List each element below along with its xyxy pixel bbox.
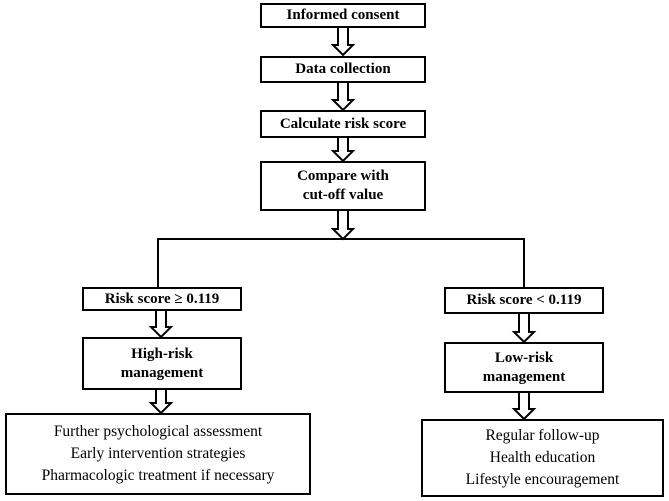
- arrow-high-management-to-actions: [148, 388, 174, 415]
- informed-consent-label: Informed consent: [286, 7, 400, 23]
- high-risk-condition-box: Risk score ≥ 0.119: [82, 287, 242, 311]
- low-risk-actions-box: Regular follow-up Health education Lifes…: [421, 419, 664, 497]
- high-risk-actions-box: Further psychological assessment Early i…: [5, 413, 311, 495]
- high-risk-management-line-2: management: [120, 364, 204, 381]
- low-risk-condition-label: Risk score < 0.119: [466, 292, 582, 308]
- high-risk-condition-label: Risk score ≥ 0.119: [104, 290, 220, 307]
- arrow-low-condition-to-management: [511, 312, 537, 344]
- high-risk-management-box: High-risk management: [82, 337, 242, 390]
- arrow-collection-to-calculate: [330, 81, 356, 112]
- data-collection-box: Data collection: [260, 56, 426, 83]
- low-risk-action-3: Lifestyle encouragement: [465, 471, 620, 488]
- high-risk-action-2: Early intervention strategies: [70, 445, 246, 462]
- low-risk-management-line-2: management: [482, 368, 566, 385]
- low-risk-action-2: Health education: [489, 449, 596, 466]
- compare-cutoff-box: Compare with cut-off value: [260, 161, 426, 211]
- low-risk-management-box: Low-risk management: [444, 342, 604, 393]
- arrow-consent-to-collection: [330, 26, 356, 57]
- compare-line-2: cut-off value: [302, 187, 384, 203]
- low-risk-action-1: Regular follow-up: [485, 427, 600, 444]
- high-risk-management-line-1: High-risk: [131, 345, 193, 362]
- arrow-calculate-to-compare: [330, 136, 356, 163]
- arrow-compare-down: [330, 209, 356, 241]
- arrow-low-management-to-actions: [511, 391, 537, 421]
- arrow-high-condition-to-management: [148, 309, 174, 339]
- branch-split-line: [157, 238, 525, 287]
- calculate-risk-box: Calculate risk score: [260, 110, 426, 138]
- low-risk-management-line-1: Low-risk: [494, 349, 554, 366]
- low-risk-condition-box: Risk score < 0.119: [444, 287, 604, 314]
- calculate-risk-label: Calculate risk score: [279, 115, 407, 132]
- high-risk-action-1: Further psychological assessment: [53, 423, 263, 440]
- informed-consent-box: Informed consent: [260, 3, 426, 28]
- compare-line-1: Compare with: [297, 168, 389, 184]
- high-risk-action-3: Pharmacologic treatment if necessary: [41, 467, 275, 484]
- data-collection-label: Data collection: [295, 61, 391, 77]
